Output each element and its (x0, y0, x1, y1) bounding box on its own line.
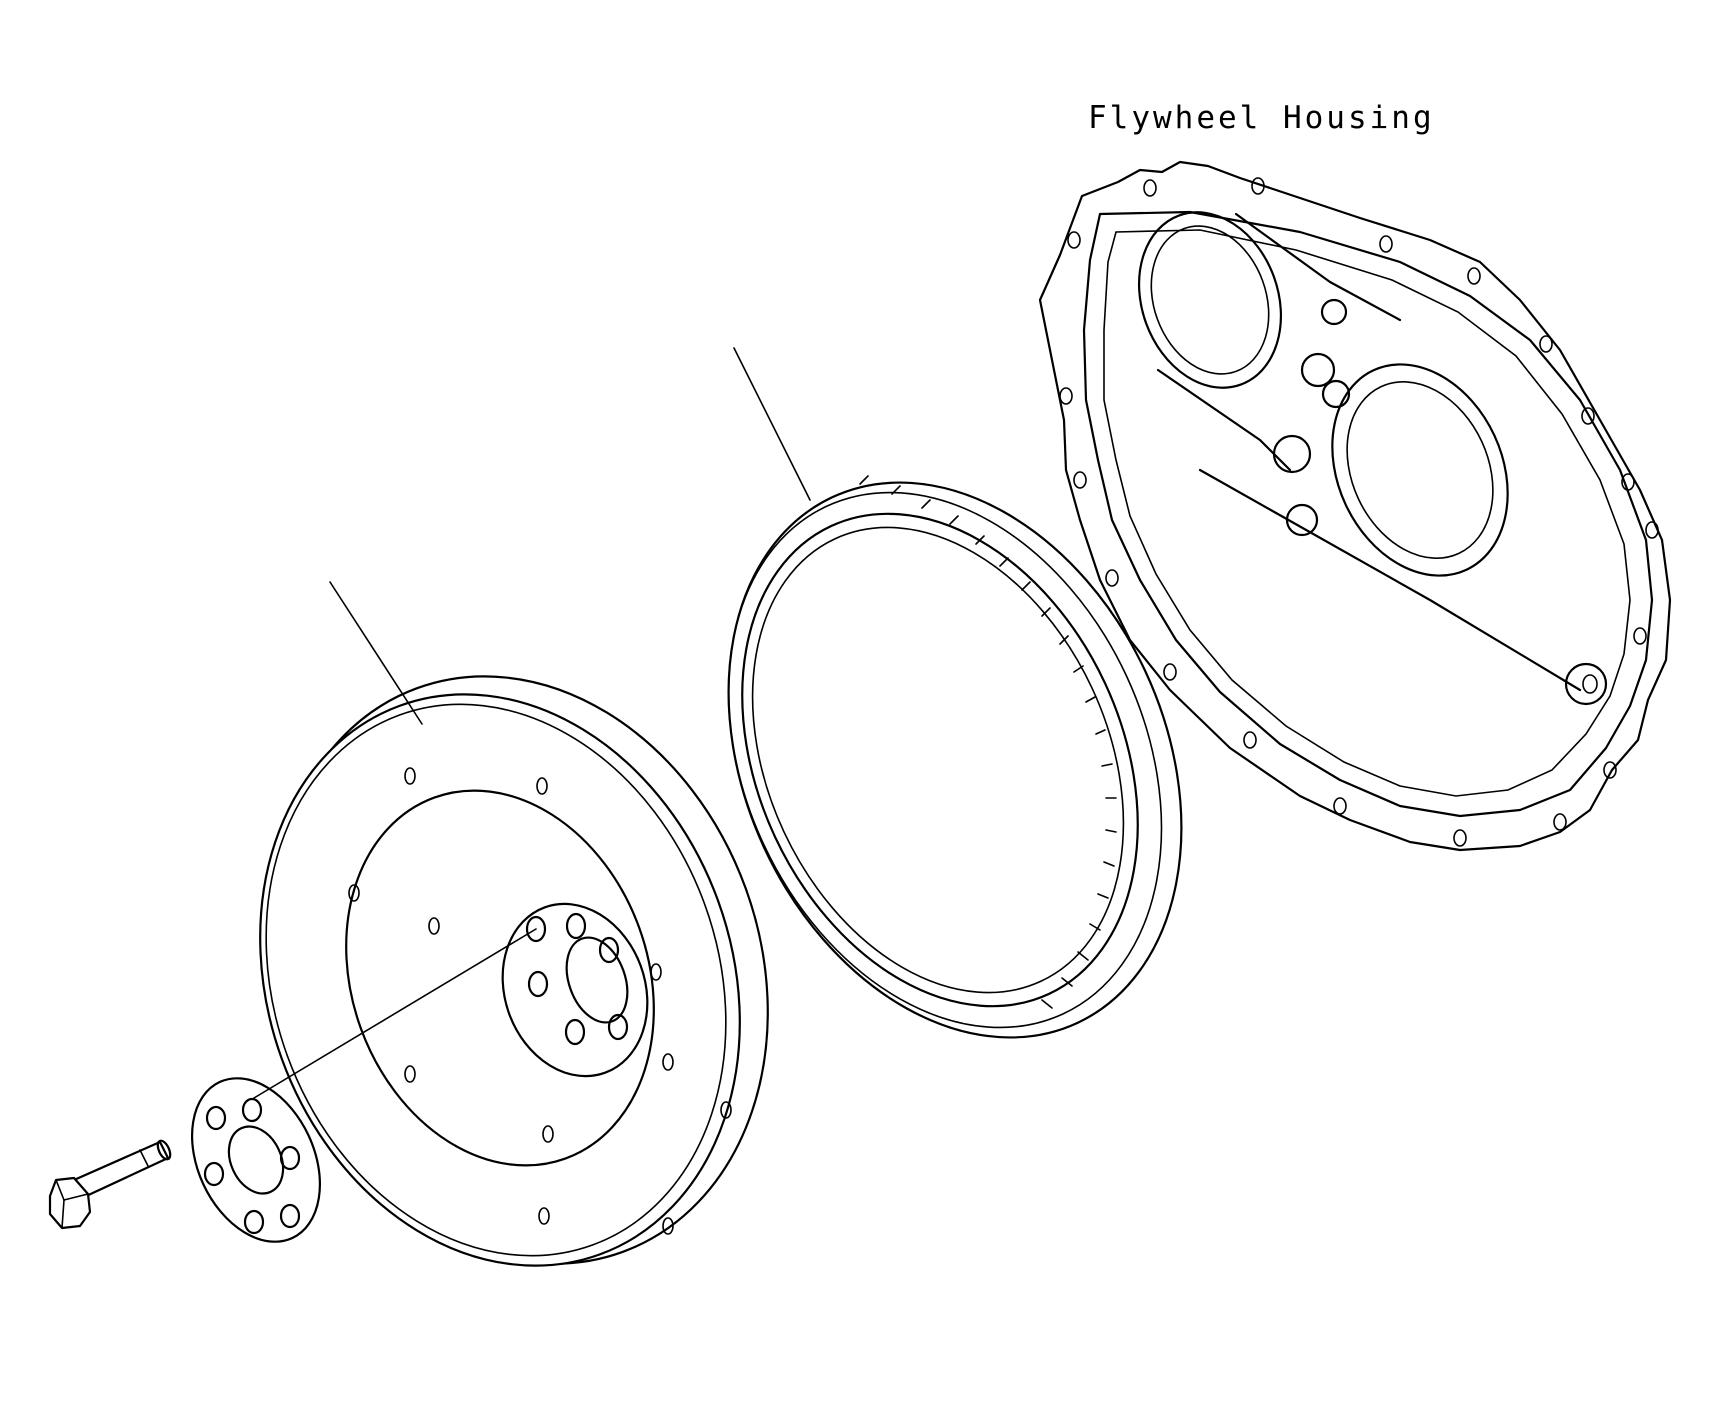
housing-boss-5 (1320, 298, 1348, 326)
leader-ring-gear (733, 347, 811, 501)
ring-gear (727, 475, 1183, 1039)
bolt-thread-line (139, 1149, 149, 1167)
housing-boss-1 (1300, 352, 1336, 388)
bolt-shank-end (156, 1139, 172, 1161)
flywheel-housing-label: Flywheel Housing (1088, 100, 1435, 136)
housing-bolt-holes (1059, 177, 1659, 847)
housing-boss-4 (1285, 503, 1319, 537)
flywheel-rim-holes (348, 767, 732, 1235)
ring-gear-inner (741, 512, 1139, 1008)
flywheel-center-bore (565, 936, 629, 1024)
flywheel-front-rim-2 (265, 703, 727, 1257)
ring-gear-outer-2 (727, 491, 1163, 1029)
housing-bore-upper-inner (1150, 225, 1270, 375)
housing-inner-rim (1082, 210, 1654, 818)
flywheel (259, 675, 769, 1267)
housing-rib-2 (1198, 468, 1582, 692)
plate-center-bore (227, 1125, 285, 1195)
housing-rib-3 (1234, 212, 1402, 322)
housing-bore-upper (1137, 211, 1283, 389)
bolt-head-facet-2 (63, 1193, 89, 1201)
housing-bore-center (1331, 363, 1509, 577)
housing-rib-1 (1156, 368, 1292, 472)
assembly-line-plate (253, 928, 537, 1099)
ring-gear-outer (727, 481, 1183, 1039)
housing-outer-flange (1038, 160, 1672, 852)
bolt-plate (190, 1077, 322, 1243)
flywheel-hub-holes (525, 912, 629, 1046)
flywheel-housing (1038, 160, 1672, 852)
flywheel-hub (501, 902, 649, 1078)
bolt-shank (72, 1140, 170, 1200)
housing-inner-rim-2 (1103, 229, 1631, 797)
housing-boss-3 (1272, 434, 1312, 474)
bolt (48, 1139, 172, 1230)
plate-holes (203, 1097, 301, 1235)
housing-boss-2 (1321, 379, 1351, 409)
leader-lines (253, 347, 811, 1099)
ring-gear-teeth (859, 475, 1117, 1009)
ring-gear-inner-2 (751, 526, 1125, 994)
leader-flywheel (329, 581, 423, 725)
housing-bore-center-inner (1346, 381, 1494, 559)
flywheel-face-step (345, 789, 655, 1167)
housing-boss-6 (1564, 662, 1608, 706)
